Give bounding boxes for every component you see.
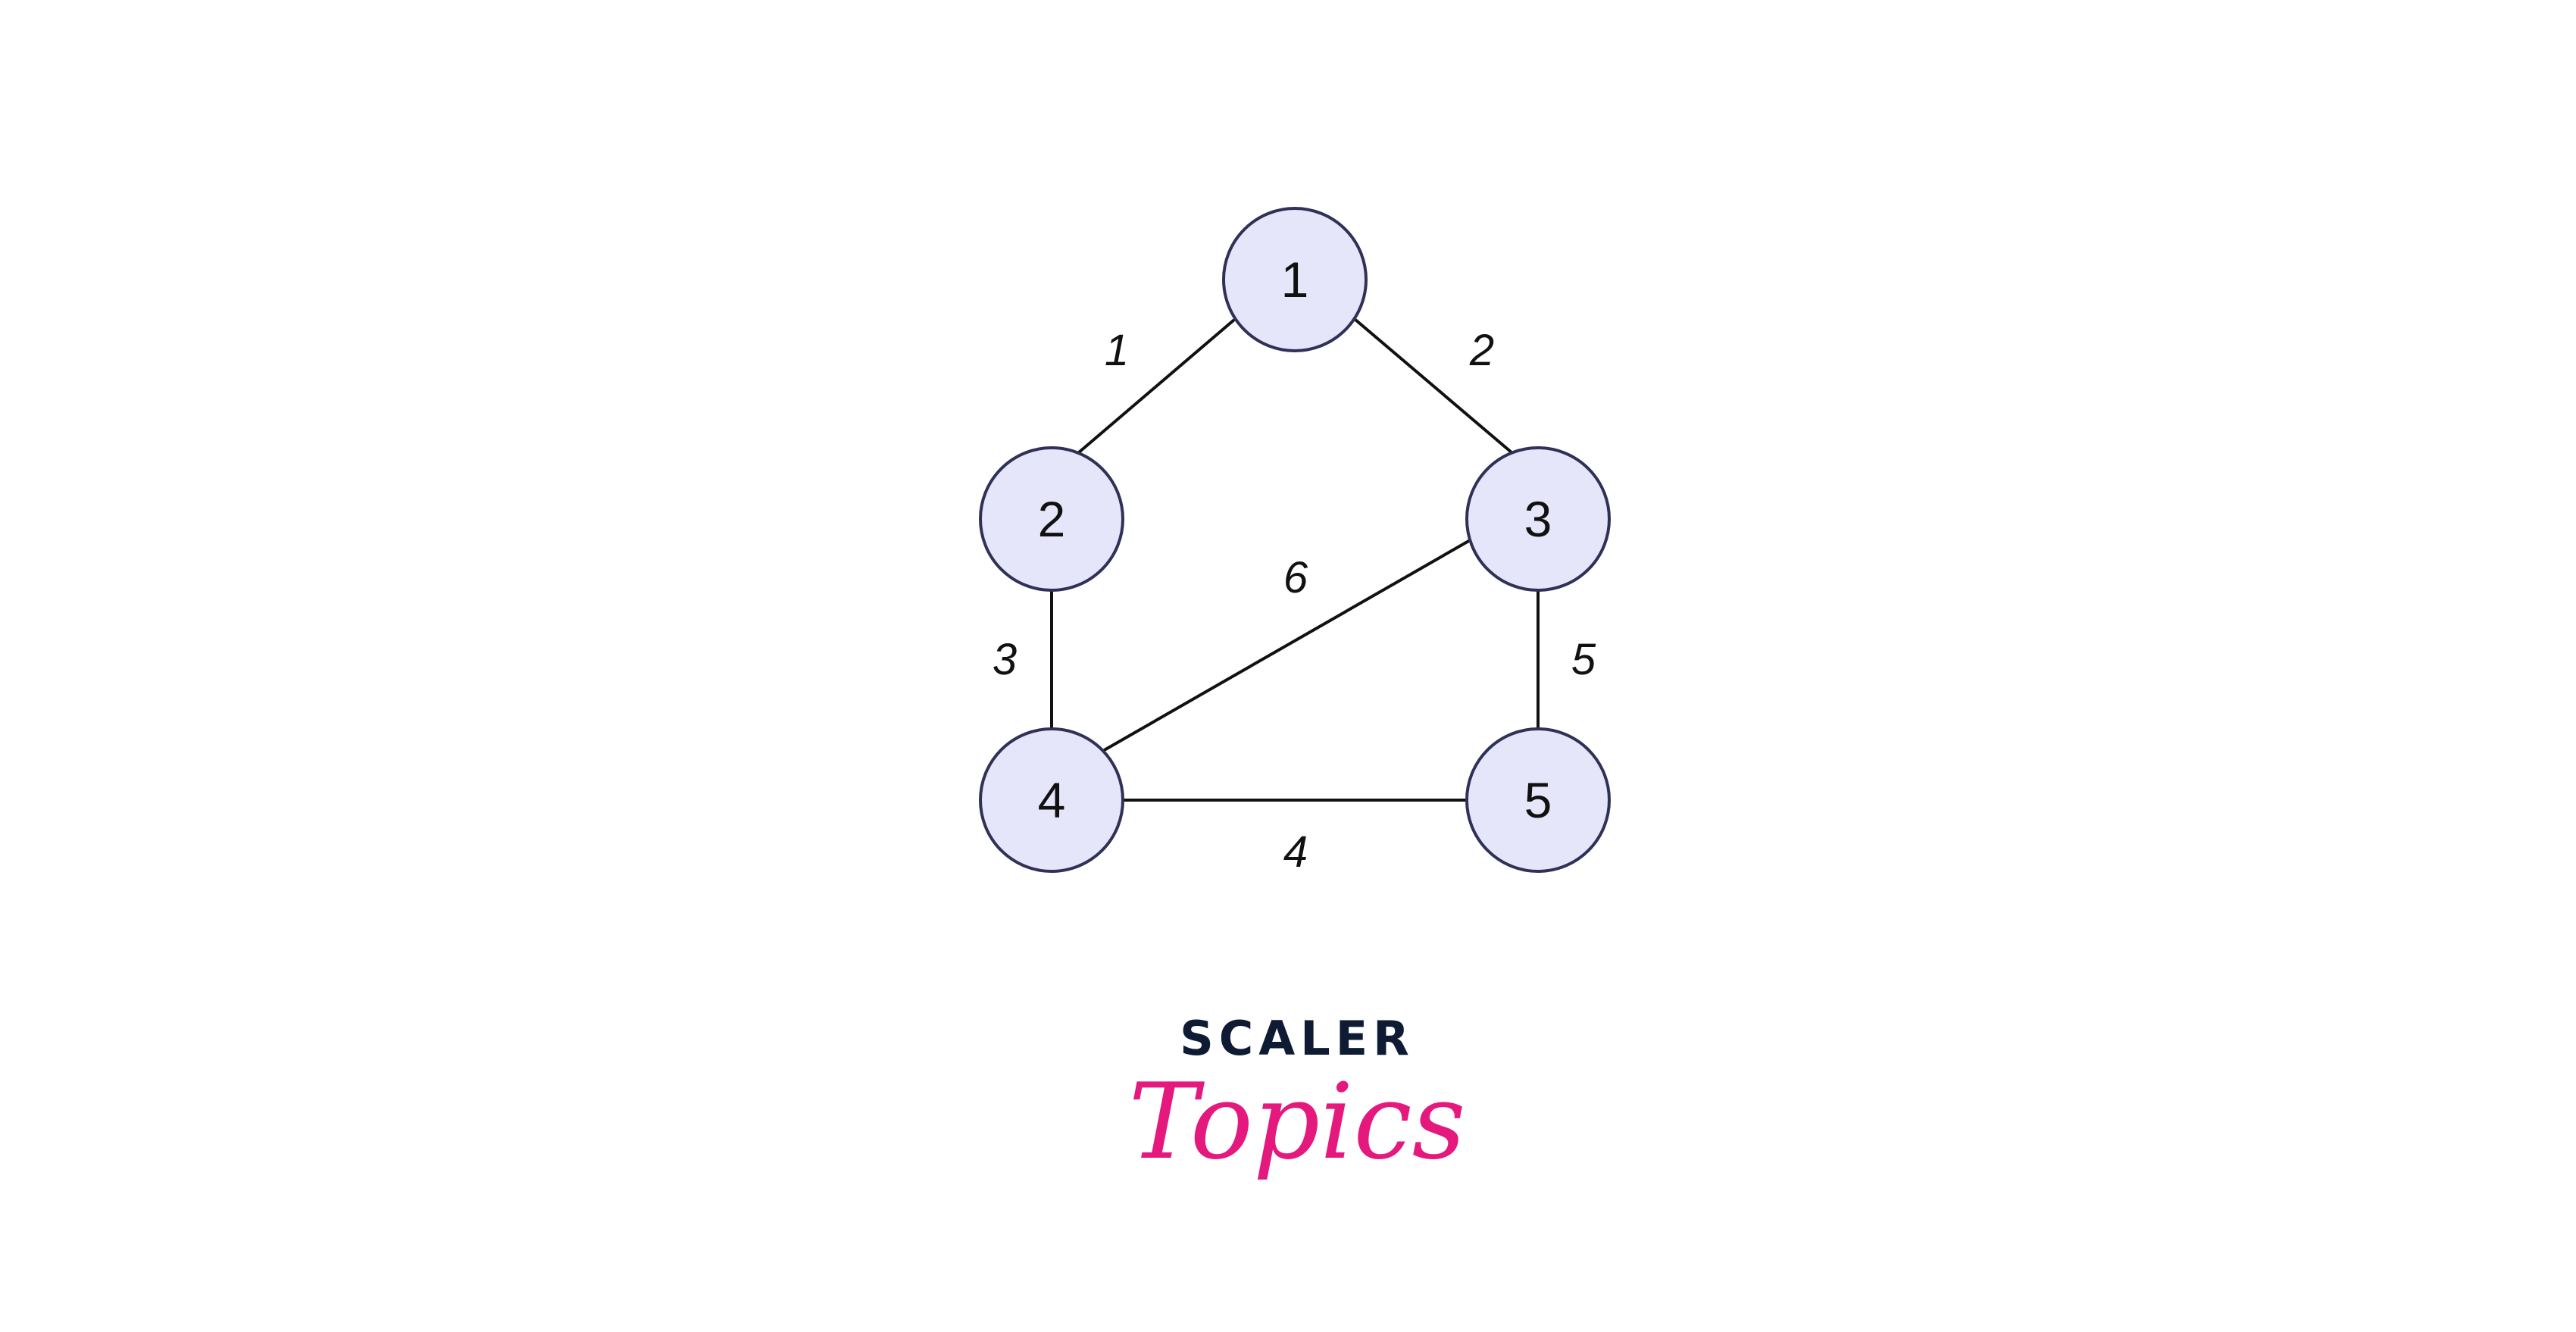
edge-weight-1-3: 2 (1469, 326, 1494, 375)
edge-weight-4-5: 4 (1283, 827, 1308, 877)
edge-weight-3-5: 5 (1571, 635, 1596, 684)
scaler-topics-logo: SCALER Topics (1129, 1011, 1466, 1183)
edge-1-2 (1072, 318, 1236, 458)
edge-3-4 (1101, 538, 1472, 753)
graph-node-2: 2 (979, 446, 1124, 592)
edge-weight-2-4: 3 (993, 635, 1017, 684)
edge-weight-3-4: 6 (1283, 553, 1308, 602)
node-label-4: 4 (1038, 772, 1066, 828)
edge-labels-layer: 1 2 3 6 5 4 (993, 326, 1596, 877)
graph-node-4: 4 (979, 727, 1124, 873)
nodes-layer: 1 2 3 4 5 (979, 207, 1611, 873)
graph-node-3: 3 (1465, 446, 1611, 592)
edge-1-3 (1354, 318, 1518, 458)
node-label-1: 1 (1281, 252, 1309, 308)
node-label-2: 2 (1038, 491, 1066, 547)
edge-weight-1-2: 1 (1105, 326, 1129, 375)
graph-node-5: 5 (1465, 727, 1611, 873)
graph-node-1: 1 (1222, 207, 1368, 352)
logo-topics-text: Topics (1129, 1061, 1466, 1183)
node-label-3: 3 (1524, 491, 1552, 547)
edges-layer (1050, 318, 1540, 802)
logo-scaler-text: SCALER (1180, 1011, 1415, 1066)
node-label-5: 5 (1524, 772, 1552, 828)
